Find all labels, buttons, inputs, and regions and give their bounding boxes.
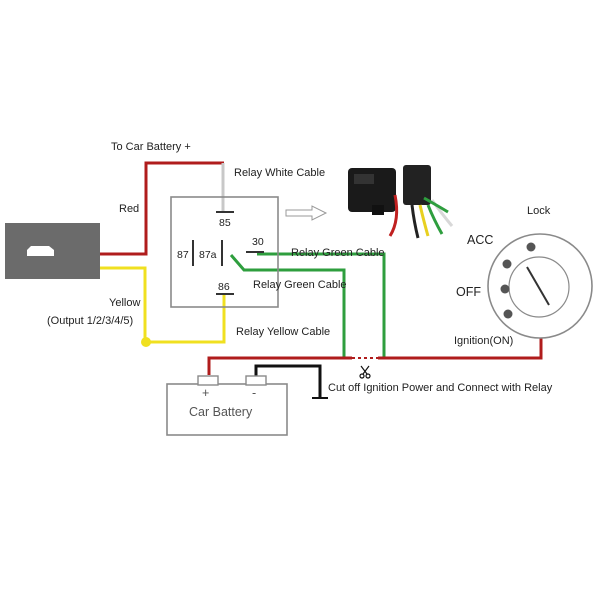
label-to-car-battery: To Car Battery + [111,141,191,153]
label-ignition-on: Ignition(ON) [454,335,513,347]
relay-box [170,196,279,308]
battery-minus-label: - [252,386,256,400]
label-relay-yellow-cable: Relay Yellow Cable [236,326,330,338]
label-cut-off: Cut off Ignition Power and Connect with … [328,382,553,394]
relay-photo [348,165,454,239]
battery-plus-label: + [202,386,209,400]
relay: 85 87 87a 30 86 [170,196,279,308]
yellow-junction-dot [141,337,151,347]
green-wire-30 [257,252,386,358]
ignition-key-slot [526,266,550,306]
label-red: Red [119,203,139,215]
battery-body [166,383,288,436]
scissors-icon [359,365,371,379]
relay-pin-30: 30 [252,236,264,248]
label-yellow: Yellow [109,297,140,309]
tracker-connector-icon [27,246,54,256]
battery-label: Car Battery [189,405,253,419]
label-acc: ACC [467,233,493,247]
black-wire-battery-negative [254,364,322,398]
red-wire-battery-to-cut [207,356,352,375]
label-output: (Output 1/2/3/4/5) [47,315,133,327]
relay-pin-87a: 87a [199,249,217,261]
label-relay-white-cable: Relay White Cable [234,167,325,179]
relay-photo-socket [403,165,431,205]
battery-positive-terminal [197,375,219,386]
relay-pin-87: 87 [177,249,189,261]
label-off: OFF [456,285,481,299]
red-wire-to-battery [100,161,224,256]
gps-tracker-device [5,223,100,279]
ignition-lock-outer [487,233,593,339]
arrow-icon [285,205,328,221]
car-battery: + - Car Battery [166,375,288,436]
label-relay-green-cable-2: Relay Green Cable [253,279,347,291]
ignition-lock [487,233,593,339]
relay-pin-85: 85 [219,217,231,229]
relay-pin-86: 86 [218,281,230,293]
label-lock: Lock [527,205,551,217]
red-wire-to-ignition [378,338,543,360]
green-wire-87a [229,254,346,358]
label-relay-green-cable-1: Relay Green Cable [291,247,385,259]
battery-negative-terminal [245,375,267,386]
